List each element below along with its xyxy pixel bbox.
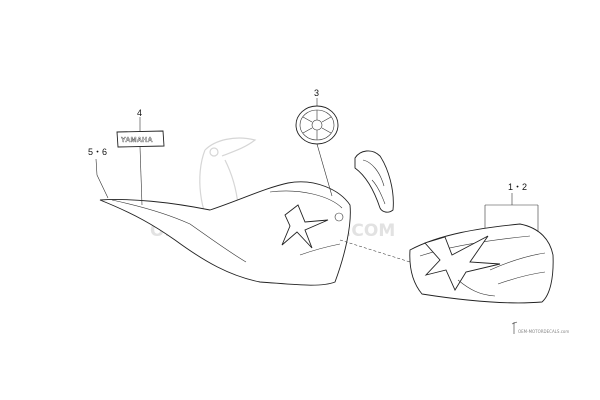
footer-watermark-text: OEM-MOTORDECALS.com [518, 329, 569, 334]
callout-5-6: 5・6 [88, 147, 107, 157]
yamaha-emblem-decal: YAMAHA [116, 130, 165, 148]
bracket-decal [354, 150, 394, 213]
footer-watermark: OEM-MOTORDECALS.com [511, 321, 569, 334]
callout-4: 4 [137, 108, 142, 118]
callout-1-2: 1・2 [508, 182, 527, 192]
callout-3: 3 [314, 88, 319, 98]
leader-lines [95, 98, 539, 232]
tank-decal-set [409, 223, 554, 304]
dashed-guide-line [339, 239, 411, 263]
tuning-fork-badge [295, 105, 339, 145]
emblem-text: YAMAHA [121, 137, 153, 144]
side-cover-decal [99, 181, 351, 286]
